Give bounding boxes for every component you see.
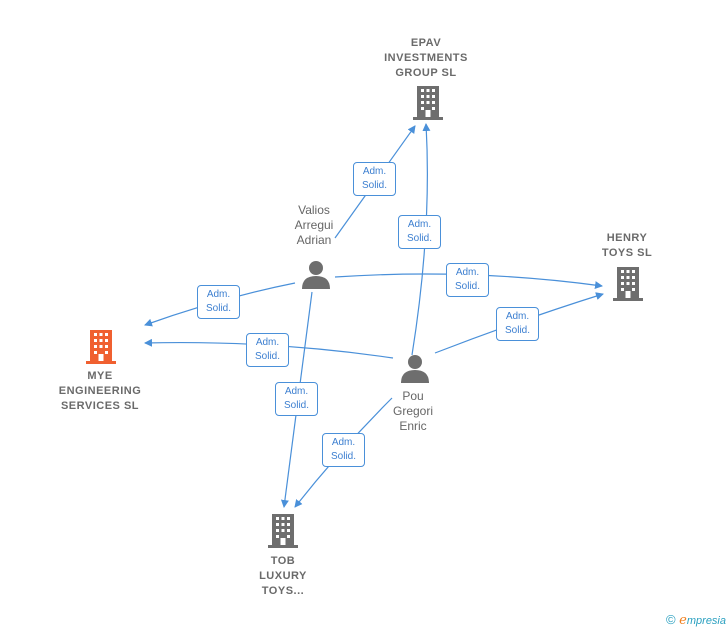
- epav-label-line-2: INVESTMENTS: [384, 52, 468, 64]
- mye-label-line-3: SERVICES SL: [60, 400, 140, 412]
- empresia-logo-initial: e: [679, 613, 687, 628]
- tob-label-line-1: TOB: [270, 555, 296, 567]
- epav-company-label[interactable]: EPAV INVESTMENTS GROUP SL: [370, 36, 482, 81]
- valios-label-line-1: Valios: [298, 203, 330, 217]
- epav-building-icon[interactable]: [413, 86, 443, 120]
- edge-label-line-2: Solid.: [454, 281, 480, 292]
- edge-label-line-2: Solid.: [406, 233, 432, 244]
- edge-label-pou-henry[interactable]: Adm. Solid.: [496, 307, 539, 341]
- epav-label-line-3: GROUP SL: [395, 67, 457, 79]
- edge-label-valios-mye[interactable]: Adm. Solid.: [197, 285, 240, 319]
- tob-label-line-2: LUXURY: [259, 570, 307, 582]
- copyright-icon: ©: [665, 612, 676, 627]
- mye-label-line-2: ENGINEERING: [58, 385, 142, 397]
- tob-company-label[interactable]: TOB LUXURY TOYS...: [238, 554, 328, 599]
- edge-label-line-1: Adm.: [505, 311, 530, 322]
- edge-label-line-1: Adm.: [362, 166, 387, 177]
- epav-label-line-1: EPAV: [410, 37, 442, 49]
- edge-label-pou-mye[interactable]: Adm. Solid.: [246, 333, 289, 367]
- valios-person-label[interactable]: Valios Arregui Adrian: [276, 203, 352, 248]
- edge-label-line-2: Solid.: [283, 400, 309, 411]
- valios-label-line-3: Adrian: [296, 233, 332, 247]
- tob-building-icon[interactable]: [268, 514, 298, 548]
- edge-label-line-1: Adm.: [255, 337, 280, 348]
- mye-company-label[interactable]: MYE ENGINEERING SERVICES SL: [40, 369, 160, 414]
- valios-label-line-2: Arregui: [294, 218, 334, 232]
- henry-company-label[interactable]: HENRY TOYS SL: [590, 231, 664, 261]
- edge-label-line-1: Adm.: [331, 437, 356, 448]
- tob-label-line-3: TOYS...: [261, 585, 305, 597]
- edge-label-line-2: Solid.: [361, 180, 387, 191]
- edge-label-line-2: Solid.: [330, 451, 356, 462]
- henry-label-line-2: TOYS SL: [601, 247, 653, 259]
- henry-building-icon[interactable]: [613, 267, 643, 301]
- edge-label-line-2: Solid.: [205, 303, 231, 314]
- edge-label-line-2: Solid.: [504, 325, 530, 336]
- empresia-logo-text: mpresia: [686, 615, 726, 627]
- pou-person-icon[interactable]: [400, 353, 430, 383]
- edge-label-pou-epav[interactable]: Adm. Solid.: [398, 215, 441, 249]
- valios-person-icon[interactable]: [301, 259, 331, 289]
- mye-label-line-1: MYE: [87, 370, 113, 382]
- edge-label-line-1: Adm.: [407, 219, 432, 230]
- empresia-footer[interactable]: © empresia: [666, 612, 726, 628]
- pou-person-label[interactable]: Pou Gregori Enric: [375, 389, 451, 434]
- mye-building-icon[interactable]: [86, 330, 116, 364]
- pou-label-line-1: Pou: [402, 389, 424, 403]
- edge-label-valios-tob[interactable]: Adm. Solid.: [275, 382, 318, 416]
- edge-label-line-1: Adm.: [284, 386, 309, 397]
- edge-label-valios-epav[interactable]: Adm. Solid.: [353, 162, 396, 196]
- edge-label-line-1: Adm.: [455, 267, 480, 278]
- henry-label-line-1: HENRY: [606, 232, 648, 244]
- edge-label-pou-tob[interactable]: Adm. Solid.: [322, 433, 365, 467]
- edge-label-valios-henry[interactable]: Adm. Solid.: [446, 263, 489, 297]
- edge-label-line-2: Solid.: [254, 351, 280, 362]
- pou-label-line-3: Enric: [399, 419, 427, 433]
- edge-label-line-1: Adm.: [206, 289, 231, 300]
- pou-label-line-2: Gregori: [392, 404, 433, 418]
